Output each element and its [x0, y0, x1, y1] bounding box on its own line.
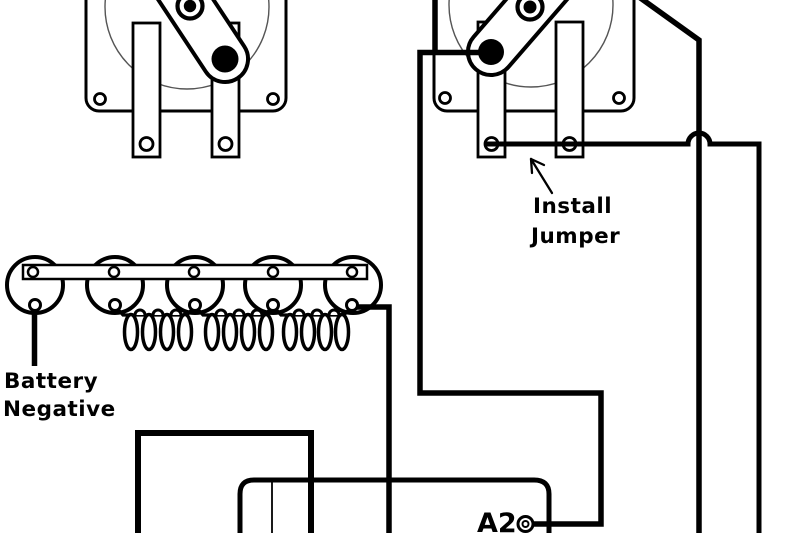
pivot-dot — [183, 0, 197, 13]
bar-hole — [266, 265, 280, 279]
coil-loop — [140, 312, 158, 352]
coil-bump — [250, 308, 264, 316]
arrow-head — [529, 157, 546, 175]
mounting-hole — [438, 91, 452, 105]
rotor-circle — [104, 0, 270, 90]
battery-negative-label-line2: Negative — [3, 397, 116, 422]
solenoid-box — [237, 477, 552, 533]
eyelet — [28, 298, 42, 312]
coil-bump — [169, 308, 183, 316]
bar-hole — [187, 265, 201, 279]
coil-loop — [122, 312, 140, 352]
rotary-switch-left — [84, 0, 288, 159]
mounting-hole — [612, 91, 626, 105]
battery-negative-label-line1: Battery — [4, 369, 98, 394]
mounting-hole — [93, 92, 107, 106]
rotary-switch-right — [432, 0, 636, 159]
coil-loop — [316, 312, 334, 352]
terminal-tab — [131, 21, 162, 159]
resistor-eyelets — [28, 298, 359, 312]
coil-loop — [221, 312, 239, 352]
terminal-tab — [554, 20, 585, 159]
tab-hole — [138, 136, 155, 152]
wires — [31, 0, 762, 533]
coil-loop — [257, 312, 275, 352]
jumper-arrow — [529, 157, 554, 195]
eyelet — [108, 298, 122, 312]
rotor-circle — [448, 0, 614, 88]
tab-hole — [217, 136, 234, 152]
pivot-dot — [523, 0, 537, 14]
coil-loop — [299, 312, 317, 352]
wire-resistor-output — [353, 304, 392, 533]
coil-bump — [133, 308, 147, 316]
coil-loop — [203, 312, 221, 352]
arrow-shaft — [529, 157, 554, 195]
lever-contact — [478, 39, 504, 65]
coil-bump — [214, 308, 228, 316]
eyelet — [266, 298, 280, 312]
coil-loop — [176, 312, 194, 352]
install-jumper-label-line1: Install — [533, 194, 612, 219]
coil-loop — [158, 312, 176, 352]
coil-loop — [239, 312, 257, 352]
wire-main-run — [417, 49, 604, 527]
bar-hole — [26, 265, 40, 279]
coil-bump — [327, 308, 341, 316]
wire-bottom-loop — [135, 430, 314, 533]
coil-bump — [232, 308, 246, 316]
a2-terminal-screw — [521, 520, 530, 528]
bar-hole — [107, 265, 121, 279]
coil-bump — [310, 308, 324, 316]
coil-loop — [281, 312, 299, 352]
eyelet — [188, 298, 202, 312]
wire-jumper-run — [486, 130, 762, 533]
wire-right-diagonal — [638, 0, 702, 533]
mounting-hole — [266, 92, 280, 106]
coil-loop — [333, 312, 351, 352]
solenoid-outline — [237, 477, 552, 533]
lever-contact — [211, 45, 239, 73]
bar-hole — [345, 265, 359, 279]
eyelet — [345, 298, 359, 312]
a2-terminal-label: A2 — [477, 508, 517, 533]
coil-bump — [151, 308, 165, 316]
coil-bump — [292, 308, 306, 316]
install-jumper-label-line2: Jumper — [529, 224, 620, 249]
